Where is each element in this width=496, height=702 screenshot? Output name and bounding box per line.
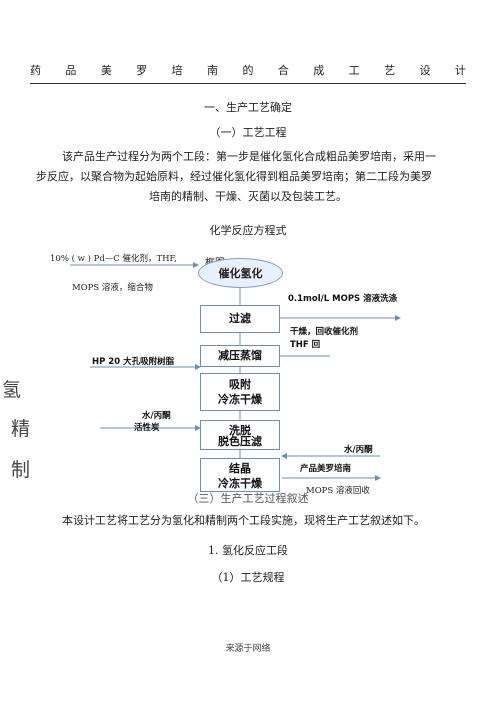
header-char: 成	[313, 64, 325, 77]
step-crystallization: 结晶	[229, 462, 251, 475]
header-char: 合	[277, 64, 289, 77]
paragraph-2: 本设计工艺将工艺分为氢化和精制两个工段实施，现将生产工艺叙述如下。	[62, 514, 425, 527]
flow-label-thf: THF 回	[290, 340, 321, 350]
item-process-rules: （1）工艺规程	[211, 571, 285, 584]
step-vacuum-distillation: 减压蒸馏	[200, 345, 280, 367]
header-char: 南	[207, 64, 219, 77]
header-char: 设	[419, 64, 431, 77]
flow-label-recover-catalyst: 干燥，回收催化剂	[290, 327, 359, 337]
step-crystallization-freeze-dry: 结晶 冷冻干燥	[200, 458, 280, 492]
step-hydrogenation: 催化氢化	[198, 258, 283, 288]
header-char: 品	[65, 64, 77, 77]
item-hydrogenation-section: 1. 氢化反应工段	[208, 544, 288, 557]
document-header: 药 品 美 罗 培 南 的 合 成 工 艺 设 计	[30, 62, 466, 80]
header-char: 美	[100, 64, 112, 77]
flow-label-resin: HP 20 大孔吸附树脂	[92, 357, 175, 367]
flow-label-wash: 0.1mol/L MOPS 溶液洗涤	[288, 294, 398, 304]
header-char: 罗	[136, 64, 148, 77]
step-elution: 洗脱	[229, 424, 251, 437]
header-char: 工	[348, 64, 360, 77]
flow-label-catalyst: 10% ( w ) Pd—C 催化剂，THF,	[50, 254, 177, 264]
footer-source: 来源于网络	[225, 644, 271, 654]
side-char-refine-2: 制	[11, 459, 31, 481]
step-filtration: 过滤	[200, 305, 280, 333]
subsection-title-3: （三）生产工艺过程叙述	[187, 492, 309, 505]
subsection-title-1: （一）工艺工程	[209, 126, 287, 139]
flow-label-product: 产品美罗培南	[300, 464, 352, 474]
flow-label-mops-recovery: MOPS 溶液回收	[306, 486, 370, 496]
paragraph-line-2: 步反应，以聚合物为起始原料，经过催化氢化得到粗品美罗培南；第二工段为美罗	[36, 170, 432, 183]
paragraph-line-1: 该产品生产过程分为两个工段：第一步是催化氢化合成粗品美罗培南，采用一	[62, 150, 436, 163]
step-elution-decolor: 洗脱 脱色压滤	[200, 420, 280, 450]
flow-label-mops: MOPS 溶液，缩合物	[72, 283, 153, 293]
equation-title: 化学反应方程式	[209, 224, 287, 237]
side-char-refine-1: 精	[11, 418, 31, 440]
step-freeze-dry: 冷冻干燥	[218, 393, 262, 406]
header-char: 计	[454, 64, 466, 77]
flow-label-water-acetone-right: 水/丙酮	[344, 445, 373, 455]
step-freeze-dry-2: 冷冻干燥	[218, 477, 262, 490]
section-title: 一、生产工艺确定	[204, 101, 292, 114]
header-rule	[30, 83, 466, 84]
header-char: 艺	[384, 64, 396, 77]
step-adsorption-freeze-dry: 吸附 冷冻干燥	[200, 373, 280, 411]
flow-label-carbon: 活性炭	[134, 423, 160, 433]
step-adsorption: 吸附	[229, 378, 251, 391]
header-char: 的	[242, 64, 254, 77]
header-char: 药	[30, 64, 41, 77]
side-char-hydrogen: 氢	[2, 379, 22, 401]
header-char: 培	[171, 64, 183, 77]
step-decolor-filter: 脱色压滤	[218, 435, 262, 448]
paragraph-line-3: 培南的精制、干燥、灭菌以及包装工艺。	[149, 190, 347, 203]
flow-label-water-acetone-left: 水/丙酮	[142, 411, 171, 421]
